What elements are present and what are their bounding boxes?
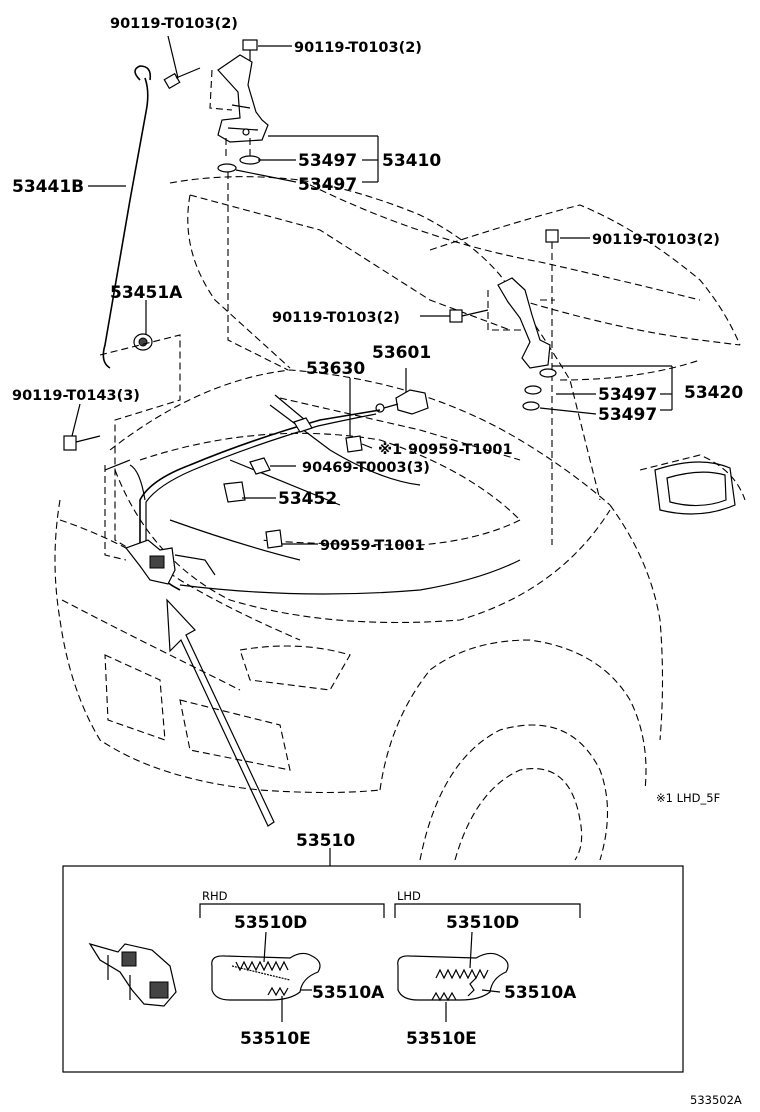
label-clip-c: 90959-T1001 bbox=[320, 538, 425, 554]
label-cushion: 53451A bbox=[110, 283, 183, 303]
label-lever-rhd: 53510A bbox=[312, 983, 385, 1003]
cushion-53451a bbox=[99, 333, 181, 556]
label-bolt-top-right: 90119-T0103(2) bbox=[294, 40, 422, 56]
hood-switch-53601 bbox=[375, 389, 429, 415]
label-plate-lhd: 53510E bbox=[406, 1029, 477, 1049]
label-support-rod: 53441B bbox=[12, 177, 84, 197]
arrow-pointer bbox=[166, 598, 275, 827]
label-hinge-left: 53410 bbox=[382, 151, 441, 171]
label-clip-mark: ※1 bbox=[378, 442, 402, 458]
hood-lock-installed bbox=[104, 465, 216, 585]
label-spring-rhd: 53510D bbox=[234, 913, 307, 933]
label-plate-rhd: 53510E bbox=[240, 1029, 311, 1049]
detail-box bbox=[62, 865, 684, 1073]
label-bolt-mid-right: 90119-T0103(2) bbox=[592, 232, 720, 248]
support-rod-53441b bbox=[102, 65, 152, 369]
hood-hinge-left bbox=[209, 54, 269, 173]
bolt-icon bbox=[63, 435, 101, 451]
label-washer-d: 53497 bbox=[598, 405, 657, 425]
leader-lines bbox=[71, 35, 673, 866]
label-bolt-top-left: 90119-T0103(2) bbox=[110, 16, 238, 32]
label-washer-a: 53497 bbox=[298, 151, 357, 171]
spring-icon bbox=[235, 960, 289, 997]
label-bolt-lock: 90119-T0143(3) bbox=[12, 388, 140, 404]
label-lhd: LHD bbox=[397, 889, 421, 903]
label-washer-b: 53497 bbox=[298, 175, 357, 195]
label-lever-lhd: 53510A bbox=[504, 983, 577, 1003]
label-clip-a: 90959-T1001 bbox=[408, 442, 513, 458]
spring-icon bbox=[431, 968, 489, 1002]
label-spring-lhd: 53510D bbox=[446, 913, 519, 933]
clip-icon bbox=[223, 417, 363, 549]
hood-hinge-right bbox=[449, 229, 559, 545]
guide-line bbox=[227, 172, 289, 371]
label-cable-clamp: 53452 bbox=[278, 489, 337, 509]
vehicle-outline bbox=[54, 176, 746, 861]
label-clip-b: 90469-T0003(3) bbox=[302, 460, 430, 476]
bolt-icon bbox=[163, 67, 201, 90]
label-hood-lock: 53510 bbox=[296, 831, 355, 851]
callouts: 90119-T0103(2) 90119-T0103(2) 53497 5349… bbox=[12, 16, 743, 1107]
label-hood-switch: 53601 bbox=[372, 343, 431, 363]
release-cable-53630 bbox=[104, 394, 521, 595]
label-release-cable: 53630 bbox=[306, 359, 365, 379]
label-rhd: RHD bbox=[202, 889, 228, 903]
label-bolt-mid-left: 90119-T0103(2) bbox=[272, 310, 400, 326]
label-note: ※1 LHD_5F bbox=[656, 791, 720, 805]
label-washer-c: 53497 bbox=[598, 385, 657, 405]
label-figure-code: 533502A bbox=[690, 1093, 742, 1107]
label-hinge-right: 53420 bbox=[684, 383, 743, 403]
